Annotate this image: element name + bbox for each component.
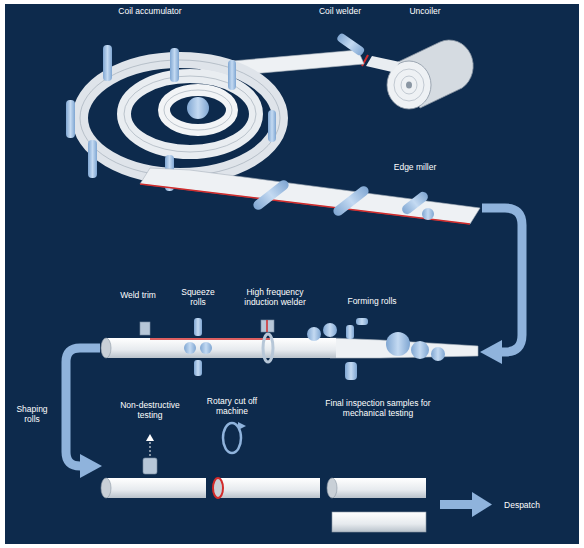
steel-strip [140,168,480,224]
part-label: Final inspection samples for mechanical … [315,398,441,418]
cut-off-symbol [223,422,246,453]
steel-strip [366,56,400,72]
forming-rolls [307,318,445,380]
weld-trim [140,322,150,335]
squeeze-rolls [184,318,212,376]
part-label: Despatch [494,500,550,510]
pipe [327,478,426,498]
part-label: Weld trim [108,290,168,300]
part-label: Uncoiler [395,6,455,16]
uncoiler [387,40,473,109]
background [5,4,579,544]
ndt-probe [143,434,157,474]
square-tube [332,512,426,532]
part-label: Shaping rolls [12,404,52,424]
part-label: High frequency induction welder [239,287,311,307]
part-label: Rotary cut off machine [200,396,264,416]
flow-arrow [66,348,102,478]
part-label: Edge miller [380,162,450,172]
part-label: Coil welder [305,6,375,16]
flow-arrow [440,492,492,517]
pipe [101,478,206,498]
pipe [213,478,320,498]
part-label: Non-destructive testing [114,400,186,420]
induction-welder [261,320,274,362]
part-label: Forming rolls [332,296,412,306]
edge-miller [251,178,434,220]
pipe [101,338,336,358]
milled-edge [140,184,470,224]
coil-welder [336,32,366,57]
part-label: Squeeze rolls [178,287,218,307]
flow-arrow [480,208,522,364]
part-label: Coil accumulator [100,6,200,16]
